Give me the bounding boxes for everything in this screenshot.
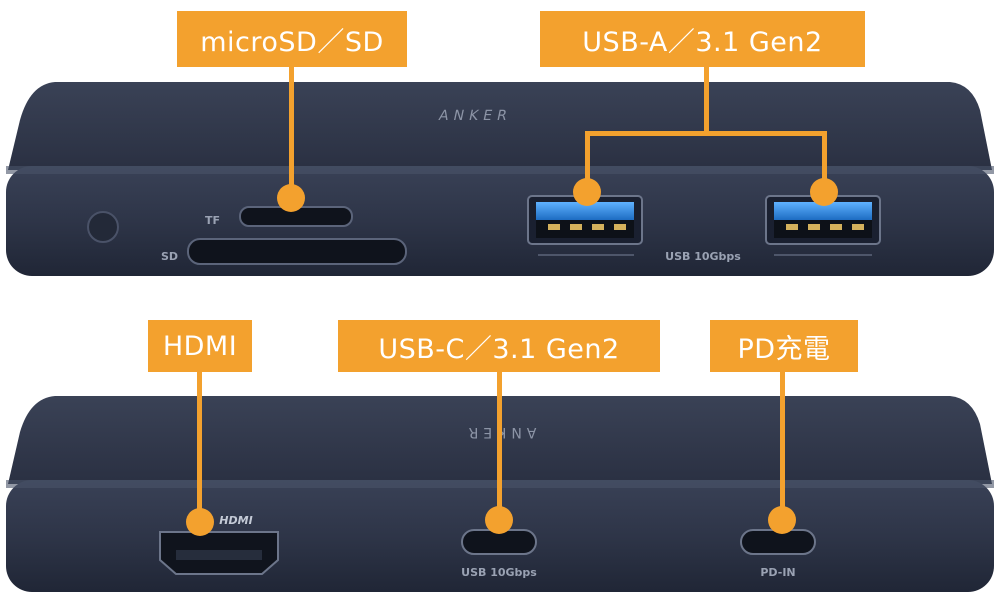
callout-hdmi: HDMI	[148, 320, 252, 372]
sd-slot-label: SD	[161, 250, 178, 263]
callout-line-usb-a-stem	[704, 67, 709, 134]
callout-dot-pd	[768, 506, 796, 534]
pd-in-label: PD-IN	[760, 566, 795, 579]
callout-microsd-sd: microSD／SD	[177, 11, 407, 67]
usb-a-port-1	[527, 195, 643, 245]
hdmi-port	[159, 531, 279, 575]
callout-dot-usb-a-2	[810, 178, 838, 206]
hdmi-logo: HDMI	[219, 514, 252, 527]
callout-pd-charge: PD充電	[710, 320, 858, 372]
callout-dot-usb-c	[485, 506, 513, 534]
sd-slot	[187, 238, 407, 265]
callout-line-usb-a-left	[585, 131, 590, 191]
callout-line-usb-c	[497, 372, 502, 520]
top-hub: ANKER TF SD USB 10Gbps	[6, 82, 994, 276]
callout-usb-c: USB-C／3.1 Gen2	[338, 320, 660, 372]
callout-line-usb-a-bracket	[585, 131, 827, 136]
callout-dot-hdmi	[186, 508, 214, 536]
callout-dot-microsd	[277, 184, 305, 212]
callout-line-pd	[780, 372, 785, 520]
callout-line-microsd	[289, 67, 294, 197]
top-brand-logo: ANKER	[437, 108, 513, 124]
callout-usb-a: USB-A／3.1 Gen2	[540, 11, 865, 67]
callout-dot-usb-a-1	[573, 178, 601, 206]
usb-10gbps-label-bottom: USB 10Gbps	[461, 566, 537, 579]
usb-10gbps-label-top: USB 10Gbps	[665, 250, 741, 263]
top-led-indicator	[87, 211, 119, 243]
tf-slot-label: TF	[205, 214, 220, 227]
callout-line-usb-a-right	[822, 131, 827, 191]
callout-line-hdmi	[197, 372, 202, 522]
